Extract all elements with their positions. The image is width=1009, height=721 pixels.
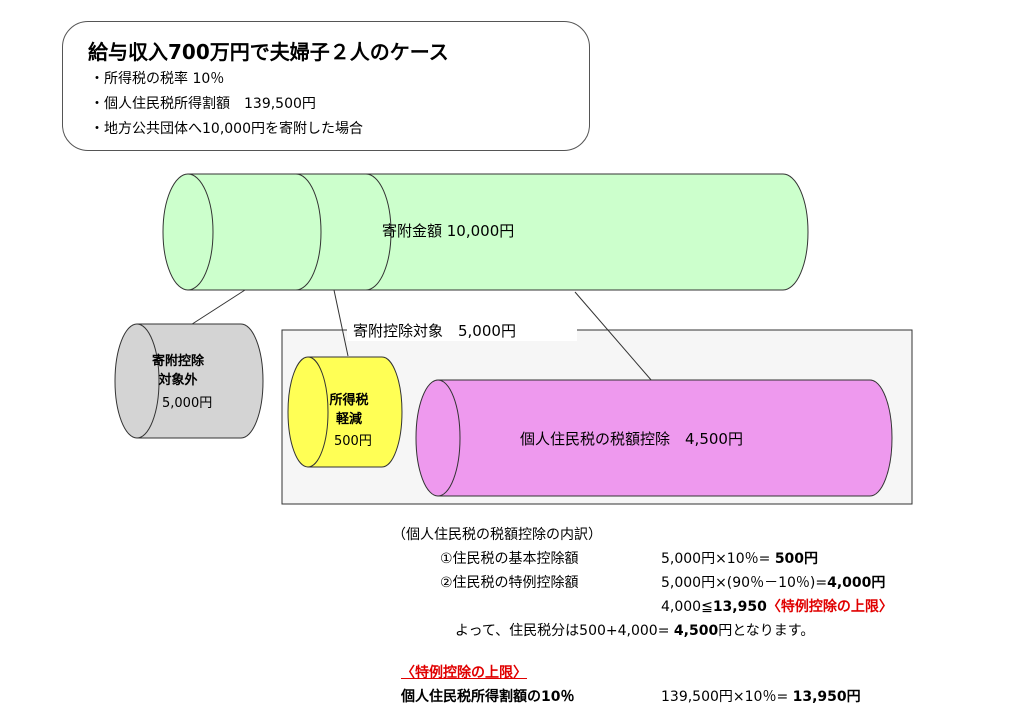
resident-tax-label: 個人住民税の税額控除 4,500円 [520, 430, 743, 448]
breakdown-item-label: ①住民税の基本控除額 [440, 551, 579, 567]
income-tax-cylinder [287, 356, 403, 468]
breakdown-item-calc: 5,000円×10％= 500円 [661, 548, 818, 568]
donation-cylinder [162, 173, 809, 291]
income-tax-label: 所得税 軽減 [324, 391, 374, 429]
connector-line [333, 289, 349, 357]
income-tax-label-line: 軽減 [335, 412, 362, 427]
breakdown-heading: （個人住民税の税額控除の内訳） [392, 527, 602, 543]
income-tax-amount: 500円 [334, 434, 372, 449]
excluded-label-line: 寄附控除 [151, 354, 204, 369]
resident-tax-cylinder [415, 379, 893, 497]
limit-check: 4,000≦13,950〈特例控除の上限〉 [661, 596, 893, 616]
limit-check-prefix: 4,000≦ [661, 599, 713, 615]
conclusion: よって、住民税分は500+4,000= 4,500円となります。 [455, 620, 814, 640]
income-tax-label-line: 所得税 [329, 393, 369, 408]
limit-heading: 〈特例控除の上限〉 [401, 665, 527, 681]
conclusion-value: 4,500 [673, 623, 719, 639]
conclusion-prefix: よって、住民税分は500+4,000= [455, 623, 674, 639]
case-box [62, 21, 590, 151]
excluded-label-line: 対象外 [158, 373, 198, 388]
limit-calc-result: 13,950円 [792, 689, 861, 705]
condition-tax-rate: ・所得税の税率 10％ [90, 71, 225, 87]
connector-line [185, 289, 246, 329]
calc-expression: 5,000円×10％= [661, 551, 775, 567]
limit-check-value: 13,950 [712, 599, 767, 615]
excluded-label: 寄附控除 対象外 [130, 352, 226, 390]
calc-expression: 5,000円×(90％－10％)= [661, 575, 828, 591]
condition-donation: ・地方公共団体へ10,000円を寄附した場合 [90, 121, 363, 137]
calc-result: 500円 [774, 551, 819, 567]
limit-calc-expression: 139,500円×10％= [661, 689, 793, 705]
limit-label: 個人住民税所得割額の10％ [401, 689, 575, 705]
deduction-target-label: 寄附控除対象 5,000円 [347, 320, 577, 341]
breakdown-item-label: ②住民税の特例控除額 [440, 575, 579, 591]
excluded-cylinder [114, 323, 264, 439]
connector-line [574, 291, 653, 382]
limit-check-note: 〈特例控除の上限〉 [766, 599, 893, 615]
case-title: 給与収入700万円で夫婦子２人のケース [88, 40, 449, 64]
donation-amount-label: 寄附金額 10,000円 [382, 222, 515, 240]
condition-resident-tax: ・個人住民税所得割額 139,500円 [90, 96, 316, 112]
limit-calc: 139,500円×10％= 13,950円 [661, 686, 861, 706]
breakdown-item-calc: 5,000円×(90％－10％)=4,000円 [661, 572, 885, 592]
conclusion-suffix: 円となります。 [718, 623, 815, 639]
excluded-amount: 5,000円 [162, 396, 213, 411]
calc-result: 4,000円 [827, 575, 886, 591]
